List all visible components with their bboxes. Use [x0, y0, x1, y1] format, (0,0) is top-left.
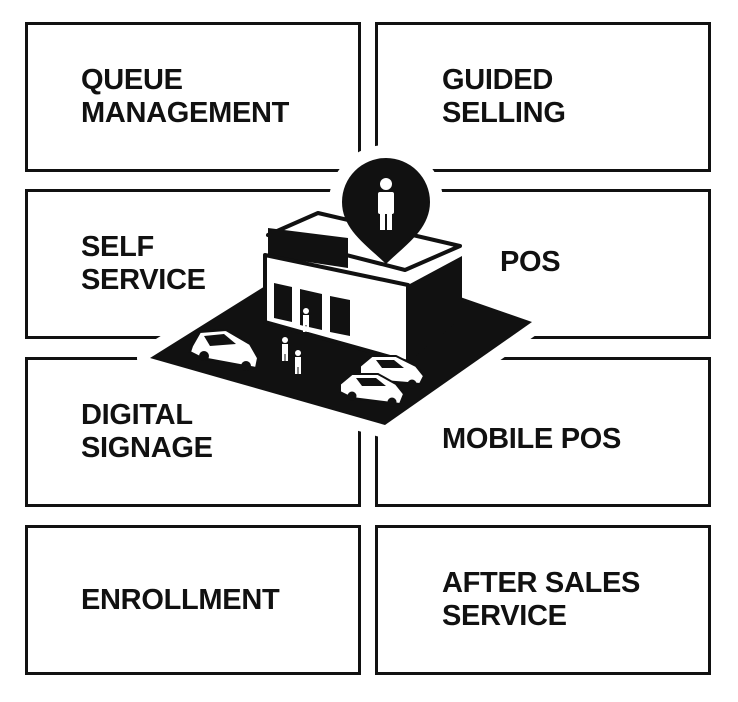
tile-digital-signage[interactable]: DIGITAL SIGNAGE — [25, 357, 361, 507]
tile-pos[interactable]: POS — [375, 189, 711, 339]
tile-enrollment[interactable]: ENROLLMENT — [25, 525, 361, 675]
tile-queue-management[interactable]: QUEUE MANAGEMENT — [25, 22, 361, 172]
tile-mobile-pos[interactable]: MOBILE POS — [375, 357, 711, 507]
tile-guided-selling[interactable]: GUIDED SELLING — [375, 22, 711, 172]
tile-label: QUEUE MANAGEMENT — [81, 64, 290, 129]
tile-label: MOBILE POS — [442, 422, 622, 455]
tile-label: DIGITAL SIGNAGE — [81, 399, 213, 464]
tile-label: AFTER SALES SERVICE — [442, 567, 641, 632]
tile-label: SELF SERVICE — [81, 231, 206, 296]
tile-label: ENROLLMENT — [81, 583, 280, 616]
tile-label: GUIDED SELLING — [442, 64, 566, 129]
tile-label: POS — [500, 245, 561, 278]
tile-self-service[interactable]: SELF SERVICE — [25, 189, 361, 339]
tile-after-sales-service[interactable]: AFTER SALES SERVICE — [375, 525, 711, 675]
